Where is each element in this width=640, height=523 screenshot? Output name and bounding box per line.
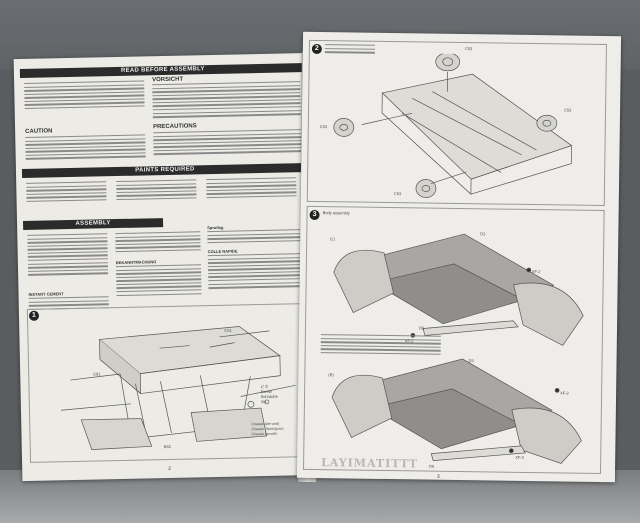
step-3-title: Body assembly: [322, 210, 350, 216]
colle-rapide-heading: COLLE RAPIDE: [207, 248, 238, 255]
paint-list-middle: [116, 179, 197, 202]
part-label-d5: D5: [418, 325, 425, 331]
assembly-japanese-text: [27, 233, 109, 278]
english-text-block: [25, 134, 146, 162]
part-label-d6: D6: [429, 463, 435, 469]
instruction-page-right: 2 C53 C53 C53 C53 3 Body assembly: [296, 31, 622, 483]
part-label-c53-top: C53: [464, 46, 473, 52]
step-3-badge: 3: [309, 209, 320, 221]
part-label-c53-bottom: C53: [393, 191, 402, 197]
paint-list-left: [26, 181, 107, 204]
read-before-assembly-banner: READ BEFORE ASSEMBLY: [19, 63, 306, 79]
paints-required-banner: PAINTS REQUIRED: [21, 163, 309, 179]
japanese-text-block: [24, 80, 145, 111]
chassis-wheels-diagram: [333, 52, 573, 198]
chassis-label: Chassis (die-cast) Chassis (Spritzguss) …: [251, 421, 284, 437]
paint-label-xf2-a: XF-2: [531, 269, 541, 275]
part-label-d3: D3: [468, 358, 474, 364]
paint-label-xf2-d: XF-2: [515, 454, 524, 460]
assembly-swedish-text: [207, 229, 303, 245]
part-label-c53-right: C53: [564, 107, 572, 113]
part-label-c61: C61: [93, 371, 101, 377]
step-3-notes: [320, 334, 441, 357]
assembly-german-text: [115, 264, 202, 298]
part-label-b52: B52: [163, 443, 171, 450]
vorsicht-heading: VORSICHT: [152, 76, 184, 84]
part-label-d2: D2: [480, 231, 486, 237]
left-side-label: (L): [330, 236, 336, 242]
precautions-heading: PRECAUTIONS: [153, 123, 197, 131]
sprutlag-heading: Sprutlag: [207, 224, 224, 231]
body-assembly-diagram: [331, 233, 584, 464]
french-text-block: [153, 129, 302, 157]
step-2-badge: 2: [311, 43, 322, 55]
page-number-left: 2: [168, 465, 172, 473]
page-number-right: 3: [436, 473, 440, 480]
screw-label: ビス Screw Schraube Vis: [260, 383, 278, 405]
german-text-block: [152, 81, 301, 120]
instruction-page-left: READ BEFORE ASSEMBLY VORSICHT CAUTION PR…: [13, 52, 321, 482]
watermark-logo: LAYIMATITTT: [321, 456, 419, 471]
paint-label-xf2-b: XF-2: [404, 338, 414, 344]
paint-label-xf2-c: XF-2: [560, 390, 569, 396]
assembly-french-text: [207, 253, 304, 291]
instant-cement-heading: INSTANT CEMENT: [28, 291, 64, 297]
bekanntmachung-heading: BEKANNTMACHUNG: [115, 259, 157, 266]
caution-heading: CAUTION: [25, 128, 53, 135]
part-label-c53-left: C53: [319, 124, 328, 130]
assembly-english-text: [115, 231, 201, 254]
part-label-c51: C51: [224, 327, 232, 333]
right-side-label: (R): [328, 372, 334, 378]
assembly-banner: ASSEMBLY: [23, 218, 164, 231]
chassis-diagram: [60, 326, 296, 450]
paint-list-right: [206, 177, 297, 200]
